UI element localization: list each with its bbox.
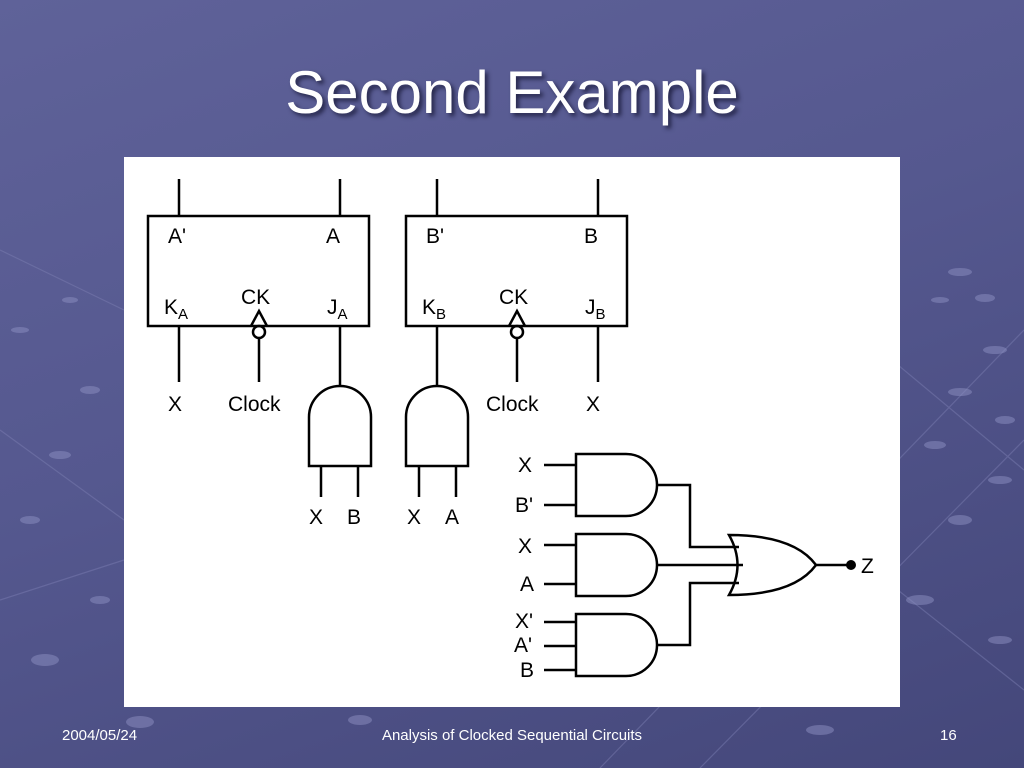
- and-ja-input-2-label: B: [347, 506, 361, 529]
- ff-b-k-label: KB: [422, 296, 446, 323]
- ff-a-ck-label: CK: [241, 286, 270, 309]
- ff-a-q-label: A: [326, 225, 340, 248]
- ff-b-q-label: B: [584, 225, 598, 248]
- ff-a-k-input-label: X: [168, 393, 182, 416]
- and-z3-input-2-label: A': [514, 634, 532, 657]
- and-gate-ja: [307, 384, 373, 468]
- footer-title: Analysis of Clocked Sequential Circuits: [381, 727, 643, 744]
- circuit-diagram-panel: A' A KA CK JA X Clock B' B KB CK JB Cloc…: [124, 157, 900, 707]
- ff-a-clock-input-label: Clock: [228, 393, 281, 416]
- footer-page-number: 16: [940, 727, 957, 744]
- and-gate-kb: [404, 384, 470, 468]
- and-z3-input-3-label: B: [520, 659, 534, 682]
- and-z2-input-1-label: X: [518, 535, 532, 558]
- and-kb-input-1-label: X: [407, 506, 421, 529]
- output-z-label: Z: [861, 555, 874, 578]
- ff-b-j-input-label: X: [586, 393, 600, 416]
- ff-b-clock-input-label: Clock: [486, 393, 539, 416]
- clock-inversion-bubble-b: [509, 324, 525, 340]
- slide-title: Second Example: [285, 59, 739, 126]
- ff-b-qbar-label: B': [426, 225, 444, 248]
- and-gate-z2: [574, 532, 659, 598]
- and-kb-input-2-label: A: [445, 506, 459, 529]
- or-gate-z: [726, 533, 818, 597]
- ff-b-j-label: JB: [585, 296, 606, 323]
- and-z1-input-1-label: X: [518, 454, 532, 477]
- and-gate-z3: [574, 612, 659, 678]
- clock-triangle-a: [249, 308, 269, 327]
- ff-a-qbar-label: A': [168, 225, 186, 248]
- footer-date: 2004/05/24: [62, 727, 138, 744]
- and-ja-input-1-label: X: [309, 506, 323, 529]
- ff-a-k-label: KA: [164, 296, 188, 323]
- clock-triangle-b: [507, 308, 527, 327]
- circuit-diagram: A' A KA CK JA X Clock B' B KB CK JB Cloc…: [146, 179, 874, 682]
- and-gate-z1: [574, 452, 659, 518]
- ff-a-j-label: JA: [327, 296, 348, 323]
- and-z1-input-2-label: B': [515, 494, 533, 517]
- output-node: [846, 560, 856, 570]
- ff-b-ck-label: CK: [499, 286, 528, 309]
- and-z3-input-1-label: X': [515, 610, 533, 633]
- and-z2-input-2-label: A: [520, 573, 534, 596]
- clock-inversion-bubble-a: [251, 324, 267, 340]
